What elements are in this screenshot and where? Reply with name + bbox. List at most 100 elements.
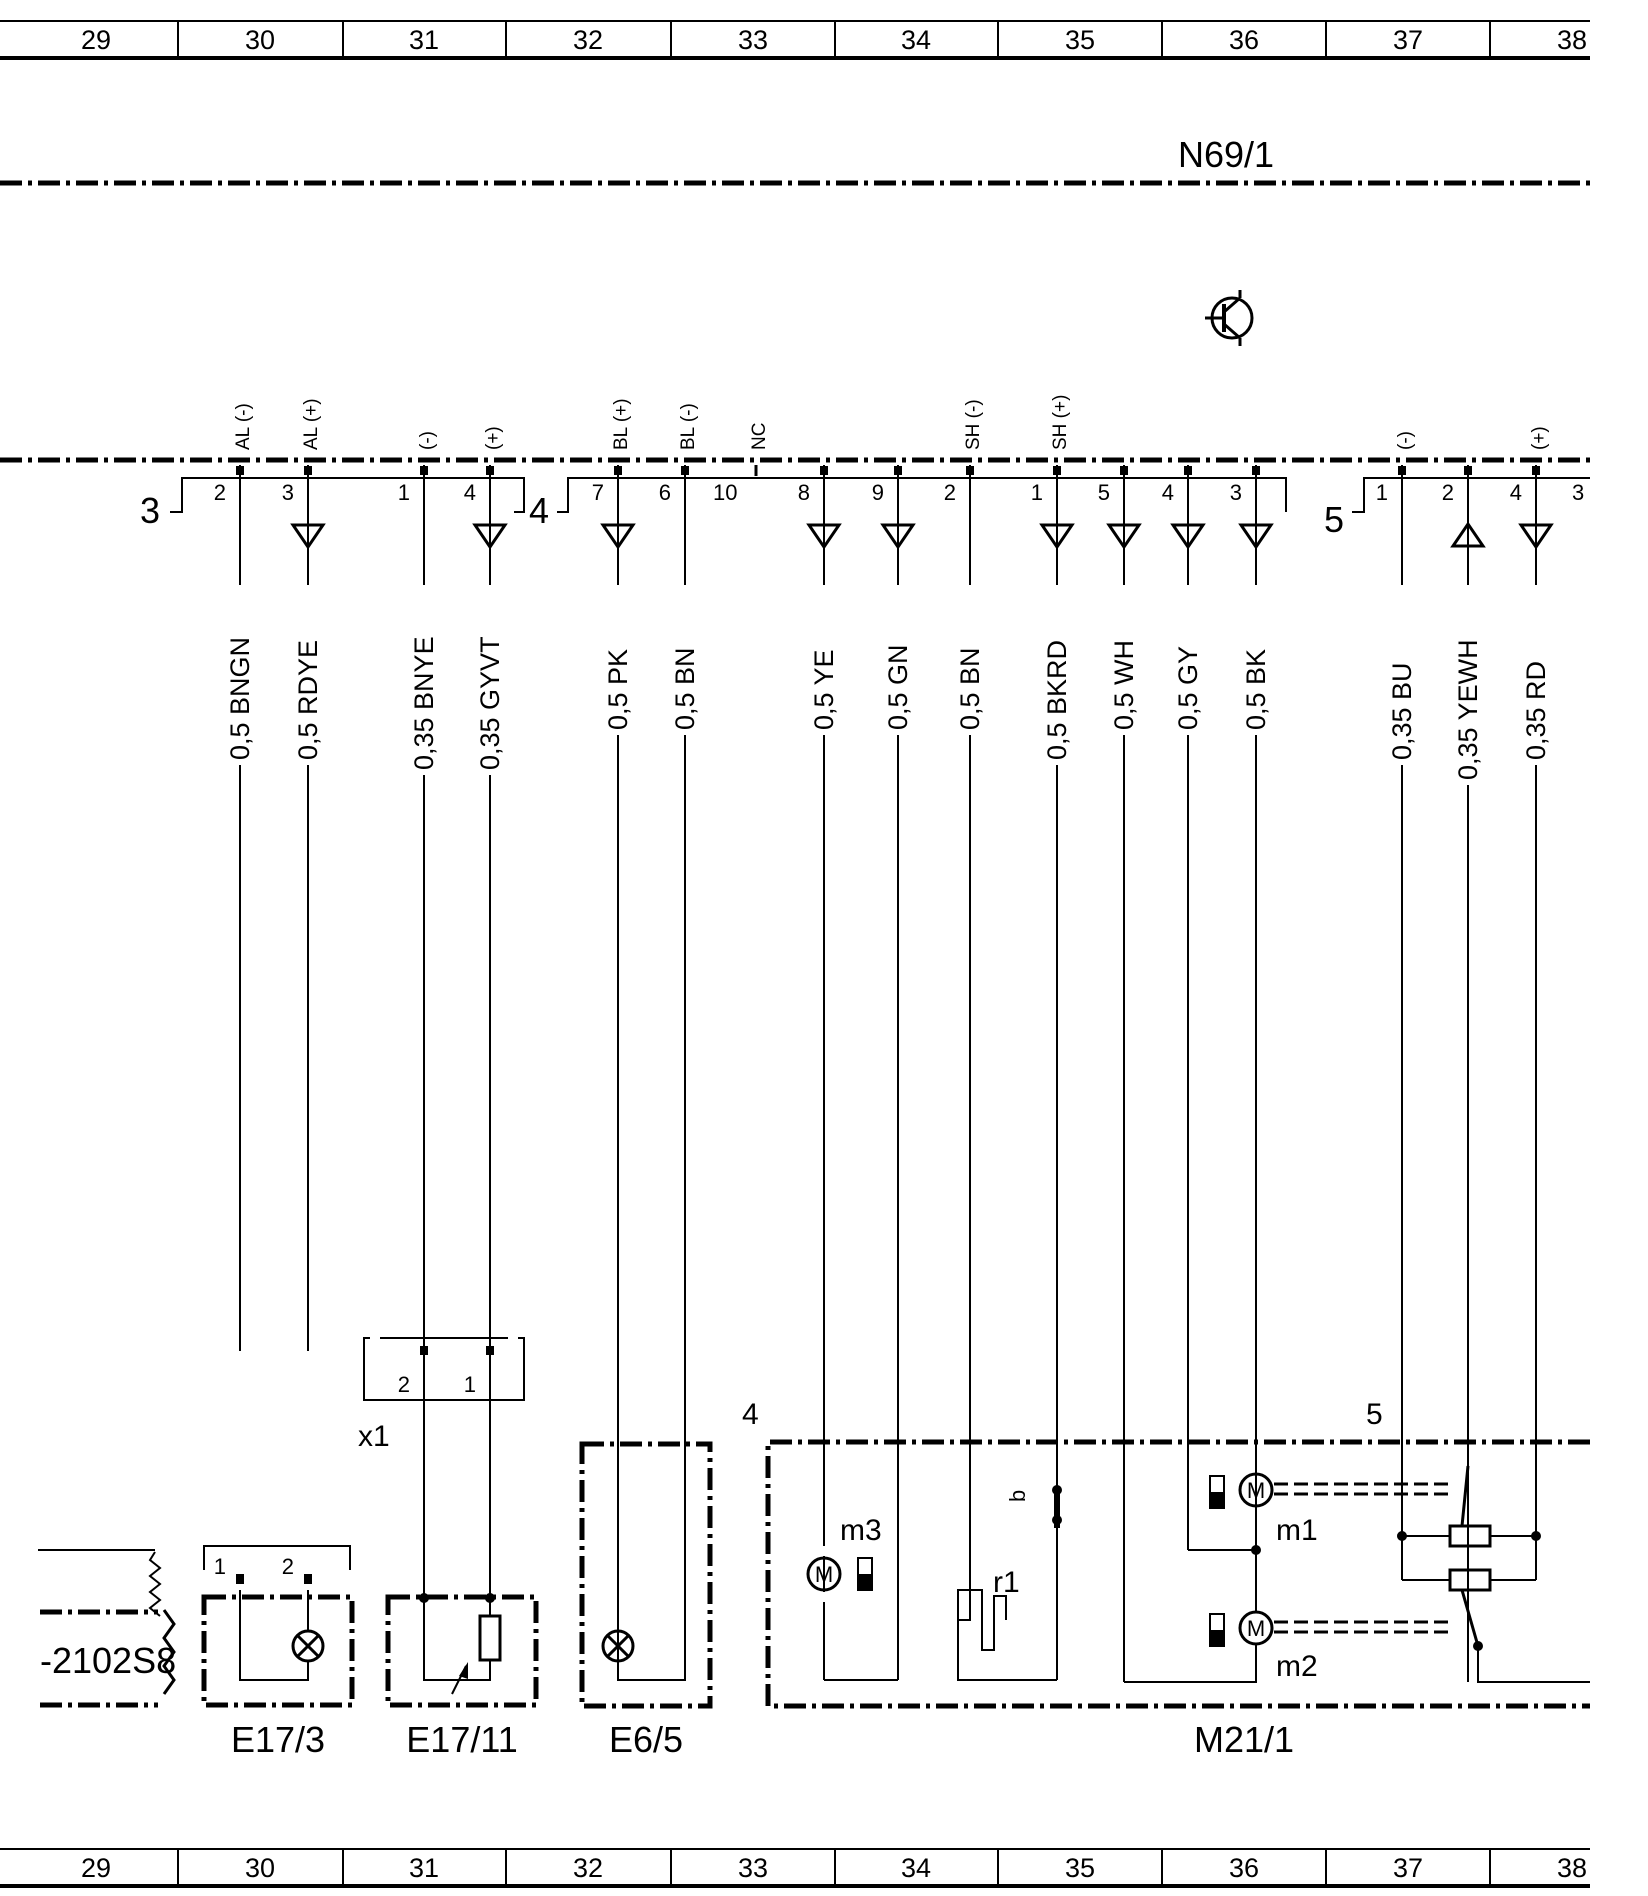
c4-wire-bn-2: 0,5 BN bbox=[955, 647, 985, 730]
e17-3-label: E17/3 bbox=[231, 1719, 325, 1760]
left-component-label: -2102S8 bbox=[40, 1640, 176, 1681]
c5-wire-yewh: 0,35 YEWH bbox=[1453, 639, 1483, 780]
connector-3-label: 3 bbox=[140, 490, 160, 531]
m21-1-box-4: 4 bbox=[742, 1398, 759, 1431]
control-unit-label: N69/1 bbox=[1178, 134, 1274, 175]
bottom-col-36: 36 bbox=[1229, 1853, 1259, 1883]
bottom-col-30: 30 bbox=[245, 1853, 275, 1883]
top-grid-ruler: 29 30 31 32 33 34 35 36 37 38 bbox=[0, 20, 1590, 60]
c5-pin-1-signal: (-) bbox=[1395, 431, 1416, 450]
connector-4-label: 4 bbox=[529, 490, 549, 531]
c4-wire-bn: 0,5 BN bbox=[670, 647, 700, 730]
e6-5-label: E6/5 bbox=[609, 1719, 683, 1760]
grid-col-30: 30 bbox=[245, 25, 275, 55]
bottom-col-35: 35 bbox=[1065, 1853, 1095, 1883]
grid-col-29: 29 bbox=[81, 25, 111, 55]
c5-pin-3: 3 bbox=[1572, 480, 1584, 505]
bottom-col-31: 31 bbox=[409, 1853, 439, 1883]
grid-col-31: 31 bbox=[409, 25, 439, 55]
heater-r1-icon bbox=[957, 1589, 1057, 1681]
bottom-col-38: 38 bbox=[1557, 1853, 1587, 1883]
c5-pin-4: 4 bbox=[1510, 480, 1522, 505]
component-e17-11: E17/11 bbox=[385, 1351, 539, 1760]
e17-3-pin-1: 1 bbox=[214, 1554, 226, 1579]
m21-1-box-5: 5 bbox=[1366, 1398, 1383, 1431]
svg-text:b: b bbox=[1005, 1490, 1030, 1502]
c4-pin-7-signal: BL (+) bbox=[611, 398, 632, 450]
c4-pin-1: 1 bbox=[1031, 480, 1043, 505]
component-e6-5: E6/5 bbox=[579, 1441, 713, 1760]
bottom-col-29: 29 bbox=[81, 1853, 111, 1883]
c4-pin-8: 8 bbox=[798, 480, 810, 505]
c4-wire-bk: 0,5 BK bbox=[1241, 649, 1271, 730]
motor-m3-icon: M bbox=[806, 1546, 873, 1602]
m1-label: m1 bbox=[1276, 1514, 1318, 1547]
svg-text:M: M bbox=[815, 1562, 833, 1587]
e17-11-label: E17/11 bbox=[406, 1719, 517, 1760]
control-unit-n69-1: N69/1 bbox=[0, 134, 1590, 463]
c3-pin-1: 1 bbox=[398, 480, 410, 505]
lamp-icon bbox=[601, 1629, 635, 1663]
grid-col-33: 33 bbox=[738, 25, 768, 55]
c4-wire-wh: 0,5 WH bbox=[1109, 640, 1139, 730]
c3-wire-bngn: 0,5 BNGN bbox=[225, 637, 255, 760]
grid-col-34: 34 bbox=[901, 25, 931, 55]
c4-pin-6-signal: BL (-) bbox=[678, 403, 699, 450]
connector-4-wires: 7 BL (+) 0,5 PK 6 BL (-) 0,5 BN 10 NC 8 … bbox=[592, 395, 1274, 1682]
c5-pin-4-signal: (+) bbox=[1529, 426, 1550, 450]
c4-pin-4: 4 bbox=[1162, 480, 1174, 505]
c4-wire-gn: 0,5 GN bbox=[883, 644, 913, 730]
bottom-col-33: 33 bbox=[738, 1853, 768, 1883]
grid-col-37: 37 bbox=[1393, 25, 1423, 55]
c4-wire-ye: 0,5 YE bbox=[809, 649, 839, 730]
potentiometers-icon bbox=[1397, 1465, 1590, 1683]
grid-col-38: 38 bbox=[1557, 25, 1587, 55]
left-component: -2102S8 bbox=[38, 1549, 176, 1708]
c5-pin-2: 2 bbox=[1442, 480, 1454, 505]
bottom-col-37: 37 bbox=[1393, 1853, 1423, 1883]
c4-wire-gy: 0,5 GY bbox=[1173, 646, 1203, 730]
connector-3-wires: 2 AL (-) 0,5 BNGN 3 AL (+) 0,5 RDYE 1 (-… bbox=[214, 398, 508, 1351]
sensor-b-icon: b bbox=[1005, 1485, 1062, 1528]
grid-col-36: 36 bbox=[1229, 25, 1259, 55]
c5-wire-bu: 0,35 BU bbox=[1387, 662, 1417, 760]
connector-brackets: 3 4 5 bbox=[140, 477, 1590, 540]
c4-pin-5: 5 bbox=[1098, 480, 1110, 505]
resistor-icon bbox=[478, 1614, 502, 1662]
x1-label: x1 bbox=[358, 1420, 390, 1453]
connector-x1: 2 1 x1 bbox=[358, 1337, 525, 1453]
motor-m2-icon: M bbox=[1209, 1610, 1448, 1647]
component-e17-3: 1 2 E17/3 bbox=[201, 1545, 355, 1760]
grid-col-35: 35 bbox=[1065, 25, 1095, 55]
x1-pin-1: 1 bbox=[464, 1372, 476, 1397]
c3-pin-1-signal: (-) bbox=[417, 431, 438, 450]
bottom-col-32: 32 bbox=[573, 1853, 603, 1883]
e17-3-pin-2: 2 bbox=[282, 1554, 294, 1579]
c4-wire-pk: 0,5 PK bbox=[603, 649, 633, 730]
c4-wire-bkrd: 0,5 BKRD bbox=[1042, 640, 1072, 760]
c4-pin-9: 9 bbox=[872, 480, 884, 505]
c4-pin-7: 7 bbox=[592, 480, 604, 505]
x1-pin-2: 2 bbox=[398, 1372, 410, 1397]
transistor-icon bbox=[1205, 290, 1254, 346]
c4-pin-10: 10 bbox=[713, 480, 737, 505]
c3-pin-4-signal: (+) bbox=[483, 426, 504, 450]
c4-pin-2: 2 bbox=[944, 480, 956, 505]
lamp-icon bbox=[291, 1629, 325, 1663]
connector-5-label: 5 bbox=[1324, 499, 1344, 540]
c4-pin-3: 3 bbox=[1230, 480, 1242, 505]
bottom-col-34: 34 bbox=[901, 1853, 931, 1883]
motor-m1-icon: M bbox=[1209, 1472, 1448, 1509]
c4-pin-6: 6 bbox=[659, 480, 671, 505]
c3-wire-rdye: 0,5 RDYE bbox=[293, 640, 323, 760]
c3-pin-4: 4 bbox=[464, 480, 476, 505]
svg-text:M: M bbox=[1247, 1478, 1265, 1503]
c5-wire-rd: 0,35 RD bbox=[1521, 661, 1551, 760]
m21-1-label: M21/1 bbox=[1194, 1719, 1294, 1760]
svg-text:M: M bbox=[1247, 1616, 1265, 1641]
c3-pin-3-signal: AL (+) bbox=[301, 398, 322, 450]
c4-pin-10-signal: NC bbox=[749, 423, 770, 450]
m3-label: m3 bbox=[840, 1514, 882, 1547]
c5-pin-1: 1 bbox=[1376, 480, 1388, 505]
